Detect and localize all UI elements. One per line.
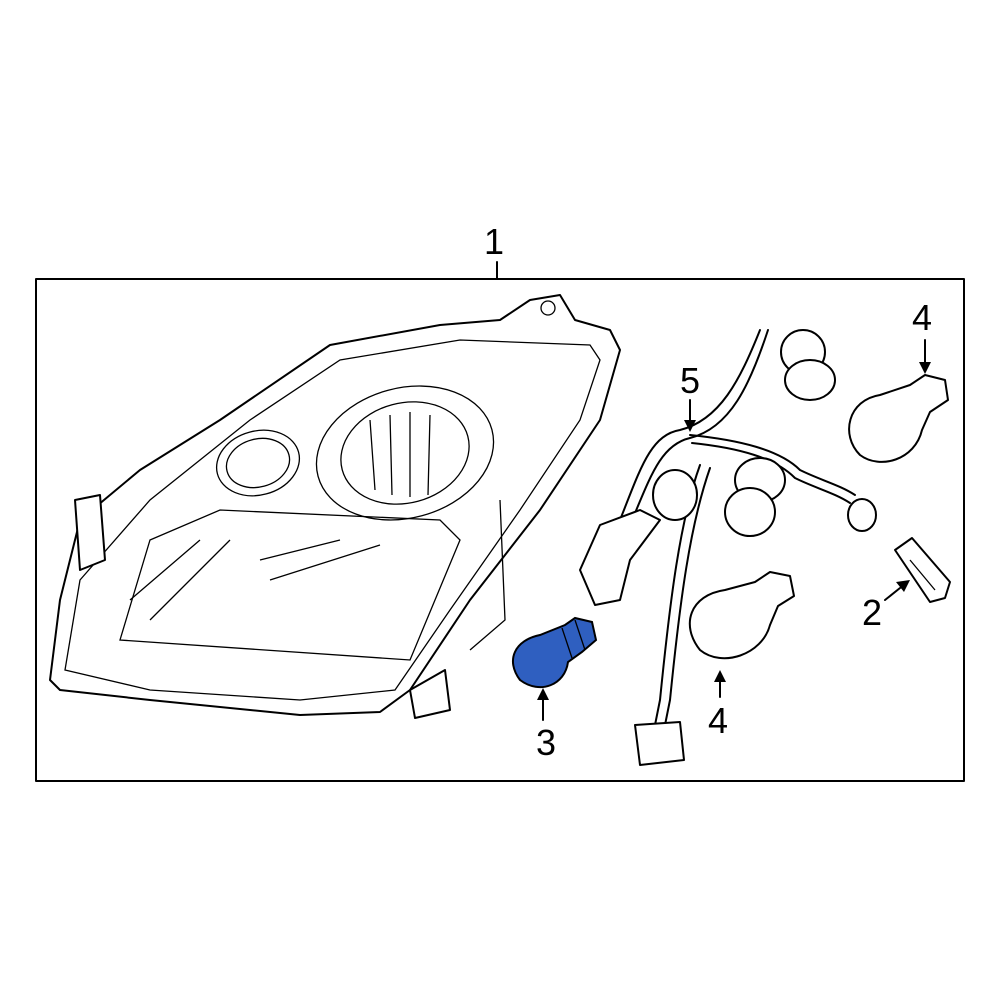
arrowhead-icon: [684, 420, 696, 432]
bulb-3-highlighted[interactable]: [511, 616, 598, 689]
callout-4-top[interactable]: 4: [912, 297, 932, 338]
arrowhead-icon: [919, 362, 931, 374]
arrowhead-icon: [896, 580, 910, 592]
callout-3[interactable]: 3: [536, 722, 556, 763]
diagram-frame: [35, 278, 965, 782]
callout-2[interactable]: 2: [862, 592, 882, 633]
arrowhead-icon: [537, 688, 549, 700]
arrowhead-icon: [714, 670, 726, 682]
callout-1[interactable]: 1: [484, 221, 504, 262]
wiring-harness[interactable]: [579, 329, 877, 766]
bulb-2-wedge[interactable]: [894, 537, 951, 603]
headlamp-assembly[interactable]: [49, 294, 621, 719]
bulb-4-top[interactable]: [848, 374, 949, 463]
callout-5[interactable]: 5: [680, 360, 700, 401]
bulb-4-bottom[interactable]: [688, 571, 795, 660]
callout-2-leader: [884, 587, 901, 601]
callout-4-bottom[interactable]: 4: [708, 700, 728, 741]
